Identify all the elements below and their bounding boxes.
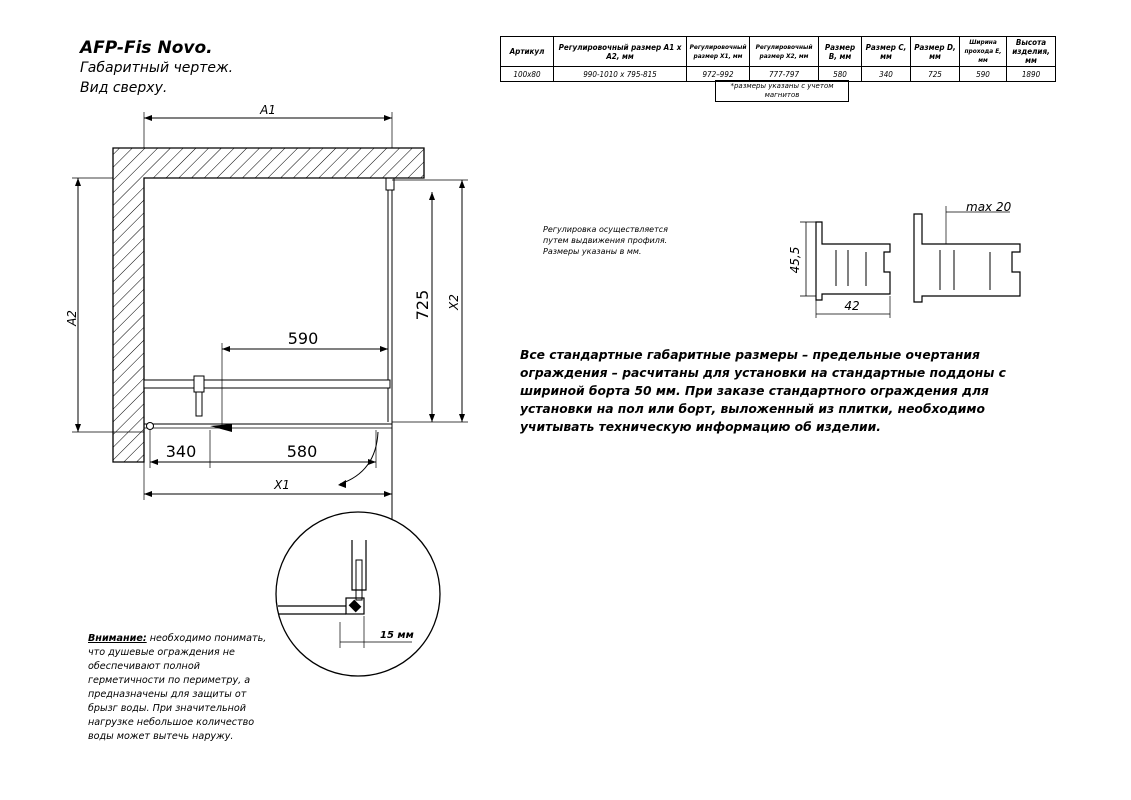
product-title: AFP-Fis Novo. (80, 38, 213, 58)
header-cell: Ширина прохода E, мм (959, 36, 1007, 67)
dim-340: 340 (166, 442, 197, 461)
warning-text: необходимо понимать, что душевые огражде… (88, 633, 267, 742)
dim-45-5: 45,5 (788, 247, 802, 274)
data-cell: 340 (861, 66, 911, 82)
dim-42: 42 (844, 299, 859, 313)
data-cell: 590 (959, 66, 1007, 82)
adjust-line: путем выдвижения профиля. (543, 236, 668, 245)
data-cell: 100x80 (500, 66, 554, 82)
wall-hatch (112, 147, 425, 463)
detail-circle (275, 511, 441, 677)
detail-15mm: 15 мм (380, 630, 414, 641)
data-cell: 1890 (1006, 66, 1056, 82)
dim-a2: A2 (65, 310, 79, 327)
profile-drawing-left: 45,5 42 (788, 221, 891, 318)
adjust-note: Регулировка осуществляется путем выдвиже… (543, 224, 668, 257)
warning-note: Внимание: необходимо понимать, что душев… (88, 632, 268, 744)
dim-max20: max 20 (966, 200, 1012, 214)
adjust-line: Размеры указаны в мм. (543, 247, 642, 256)
data-cell: 725 (910, 66, 960, 82)
header-cell: Регулировочный размер А1 х А2, мм (553, 36, 687, 67)
profile-drawing-right: max 20 (913, 200, 1021, 303)
header-cell: Размер B, мм (818, 36, 862, 67)
warning-label: Внимание: (88, 633, 147, 644)
view-type: Вид сверху. (80, 80, 168, 96)
header-cell: Регулировочный размер X1, мм (686, 36, 750, 67)
spec-table: Артикул Регулировочный размер А1 х А2, м… (500, 36, 1056, 82)
dim-x1: X1 (273, 478, 290, 492)
title-block: AFP-Fis Novo. Габаритный чертеж. Вид све… (80, 38, 233, 98)
drawing-type: Габаритный чертеж. (80, 60, 234, 76)
adjust-line: Регулировка осуществляется (543, 225, 668, 234)
header-cell: Размер D, мм (910, 36, 960, 67)
header-cell: Регулировочный размер X2, мм (749, 36, 819, 67)
dim-580: 580 (287, 442, 318, 461)
dim-x2: X2 (447, 294, 461, 311)
dim-725: 725 (413, 290, 432, 321)
table-note: *размеры указаны с учетом магнитов (715, 80, 849, 102)
dim-a1: A1 (259, 103, 276, 117)
dim-590: 590 (288, 329, 319, 348)
main-note: Все стандартные габаритные размеры – пре… (520, 348, 1006, 434)
